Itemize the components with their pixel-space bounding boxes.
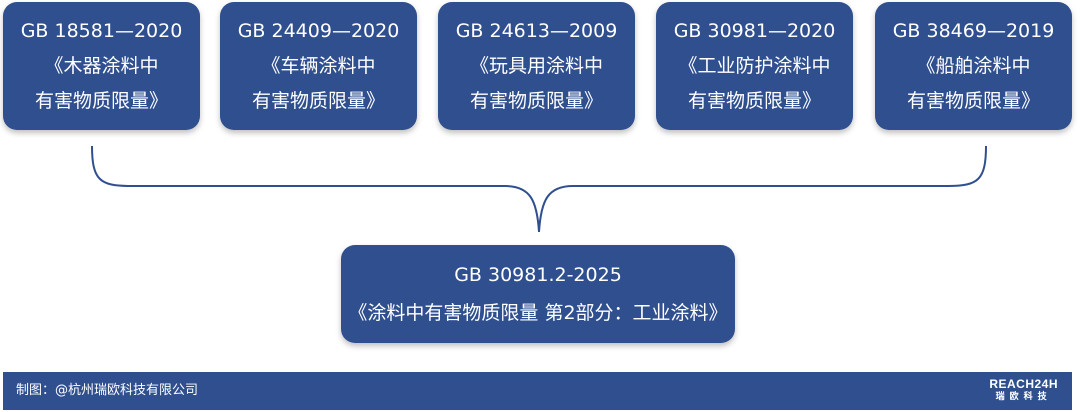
main-standard-code: GB 30981.2-2025 bbox=[454, 264, 622, 286]
main-standard-title: 《涂料中有害物质限量 第2部分：工业涂料》 bbox=[348, 302, 728, 324]
standard-title-line1: 《船舶涂料中 bbox=[916, 54, 1031, 77]
standard-code: GB 24613—2009 bbox=[455, 19, 618, 42]
standard-box-toy-coatings: GB 24613—2009 《玩具用涂料中 有害物质限量》 bbox=[438, 2, 635, 130]
standard-title-line2: 有害物质限量》 bbox=[687, 89, 821, 112]
standard-code: GB 24409—2020 bbox=[237, 19, 400, 42]
standard-code: GB 38469—2019 bbox=[892, 19, 1055, 42]
standard-code: GB 18581—2020 bbox=[20, 19, 183, 42]
standard-box-wood-coatings: GB 18581—2020 《木器涂料中 有害物质限量》 bbox=[3, 2, 200, 130]
standard-box-industrial-coatings-2025: GB 30981.2-2025 《涂料中有害物质限量 第2部分：工业涂料》 bbox=[341, 245, 735, 343]
logo-text-chinese: 瑞欧科技 bbox=[995, 392, 1052, 402]
standard-title-line2: 有害物质限量》 bbox=[34, 89, 168, 112]
standard-title-line1: 《木器涂料中 bbox=[44, 54, 159, 77]
standard-title-line2: 有害物质限量》 bbox=[906, 89, 1040, 112]
footer-credit: 制图：@杭州瑞欧科技有限公司 bbox=[16, 383, 199, 398]
brand-logo: REACH24H 瑞欧科技 bbox=[989, 377, 1058, 403]
standard-title-line2: 有害物质限量》 bbox=[469, 89, 603, 112]
standard-title-line2: 有害物质限量》 bbox=[251, 89, 385, 112]
standard-title-line1: 《工业防护涂料中 bbox=[678, 54, 831, 77]
logo-text-latin: REACH24H bbox=[989, 377, 1058, 391]
standard-box-industrial-protective-coatings: GB 30981—2020 《工业防护涂料中 有害物质限量》 bbox=[656, 2, 853, 130]
standard-code: GB 30981—2020 bbox=[673, 19, 836, 42]
standard-box-ship-coatings: GB 38469—2019 《船舶涂料中 有害物质限量》 bbox=[875, 2, 1072, 130]
standard-title-line1: 《车辆涂料中 bbox=[261, 54, 376, 77]
standard-title-line1: 《玩具用涂料中 bbox=[469, 54, 603, 77]
standard-box-vehicle-coatings: GB 24409—2020 《车辆涂料中 有害物质限量》 bbox=[220, 2, 417, 130]
footer-bar: 制图：@杭州瑞欧科技有限公司 REACH24H 瑞欧科技 bbox=[3, 372, 1072, 410]
